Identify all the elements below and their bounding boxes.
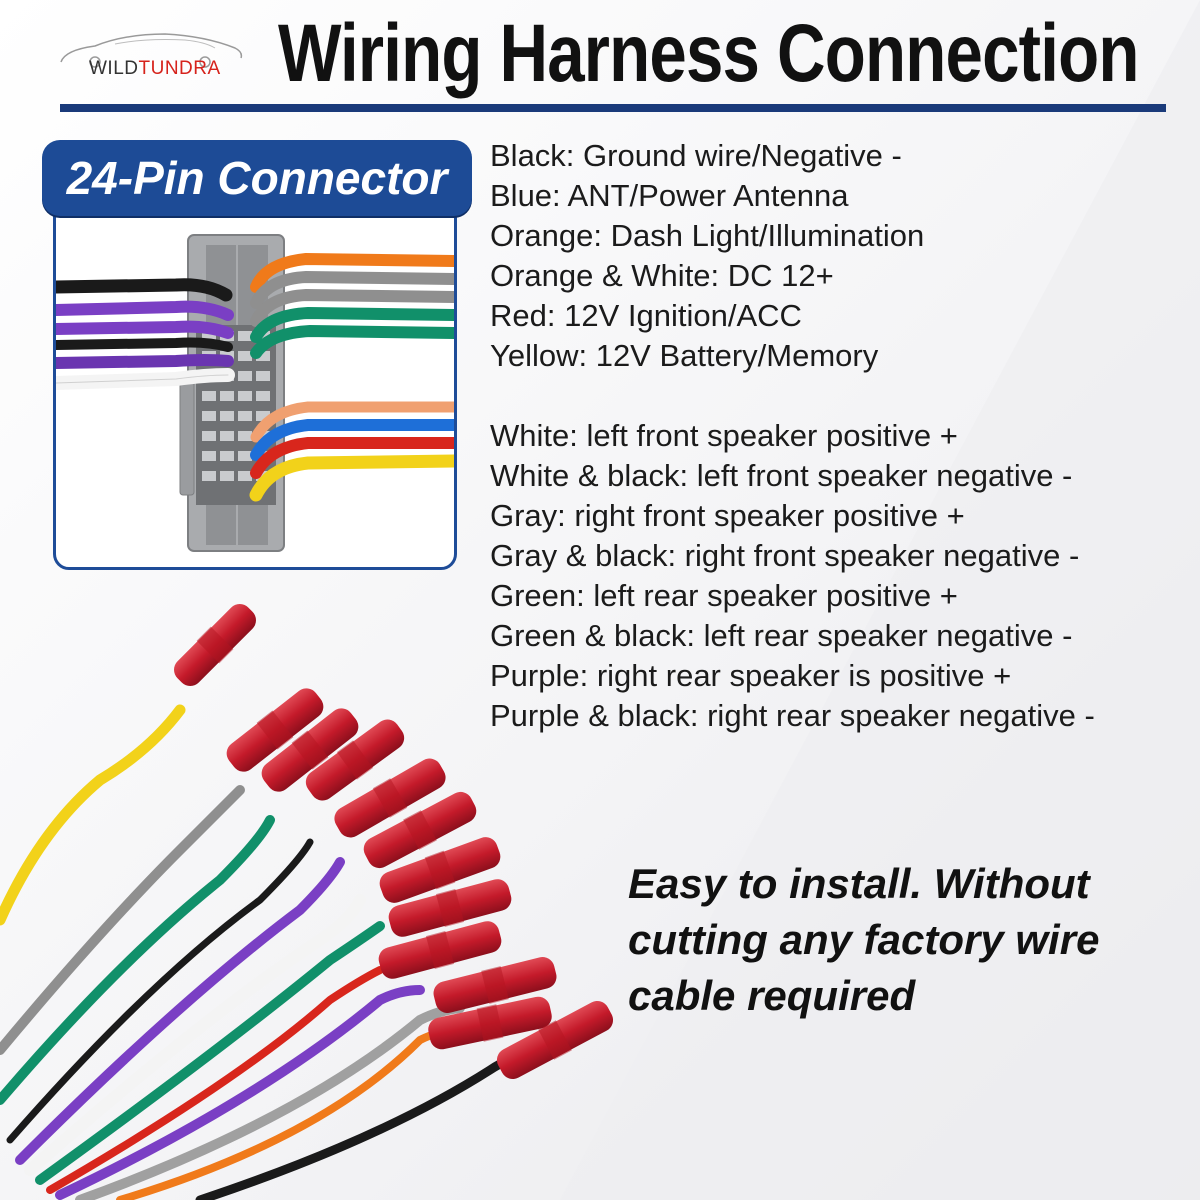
- legend-item: Gray: right front speaker positive +: [490, 498, 965, 533]
- brand-wordmark: WILDTUNDRA: [89, 58, 221, 80]
- legend-item: Purple: right rear speaker is positive +: [490, 658, 1012, 693]
- legend-item: Yellow: 12V Battery/Memory: [490, 338, 879, 373]
- legend-item: Purple & black: right rear speaker negat…: [490, 698, 1095, 733]
- legend-item: Orange: Dash Light/Illumination: [490, 218, 925, 253]
- install-note: Easy to install. Without cutting any fac…: [628, 856, 1188, 1024]
- install-line: cable required: [628, 972, 916, 1019]
- legend-item: Black: Ground wire/Negative -: [490, 138, 902, 173]
- legend-item: White & black: left front speaker negati…: [490, 458, 1073, 493]
- connector-badge: 24-Pin Connector: [42, 140, 472, 216]
- install-line: Easy to install. Without: [628, 860, 1090, 907]
- legend-item: Green & black: left rear speaker negativ…: [490, 618, 1073, 653]
- connector-photo-panel: [53, 172, 457, 570]
- butt-terminals: [174, 604, 614, 1080]
- brand-logo: WILDTUNDRA: [55, 28, 250, 88]
- install-line: cutting any factory wire: [628, 916, 1100, 963]
- legend-item: Orange & White: DC 12+: [490, 258, 834, 293]
- legend-item: Green: left rear speaker positive +: [490, 578, 958, 613]
- title-underline: [60, 104, 1166, 112]
- brand-name-part2: TUNDRA: [138, 58, 221, 79]
- page-title: Wiring Harness Connection: [278, 8, 1139, 99]
- wire-bundle-illustration: [0, 604, 614, 1200]
- brand-name-part1: WILD: [89, 58, 139, 79]
- legend-spacer: [490, 376, 1196, 416]
- car-silhouette-icon: [60, 33, 243, 68]
- legend-item: Blue: ANT/Power Antenna: [490, 178, 849, 213]
- legend-item: Red: 12V Ignition/ACC: [490, 298, 802, 333]
- legend-item: White: left front speaker positive +: [490, 418, 958, 453]
- connector-illustration: [56, 234, 454, 552]
- legend-item: Gray & black: right front speaker negati…: [490, 538, 1080, 573]
- wire-color-legend: Black: Ground wire/Negative - Blue: ANT/…: [490, 136, 1196, 736]
